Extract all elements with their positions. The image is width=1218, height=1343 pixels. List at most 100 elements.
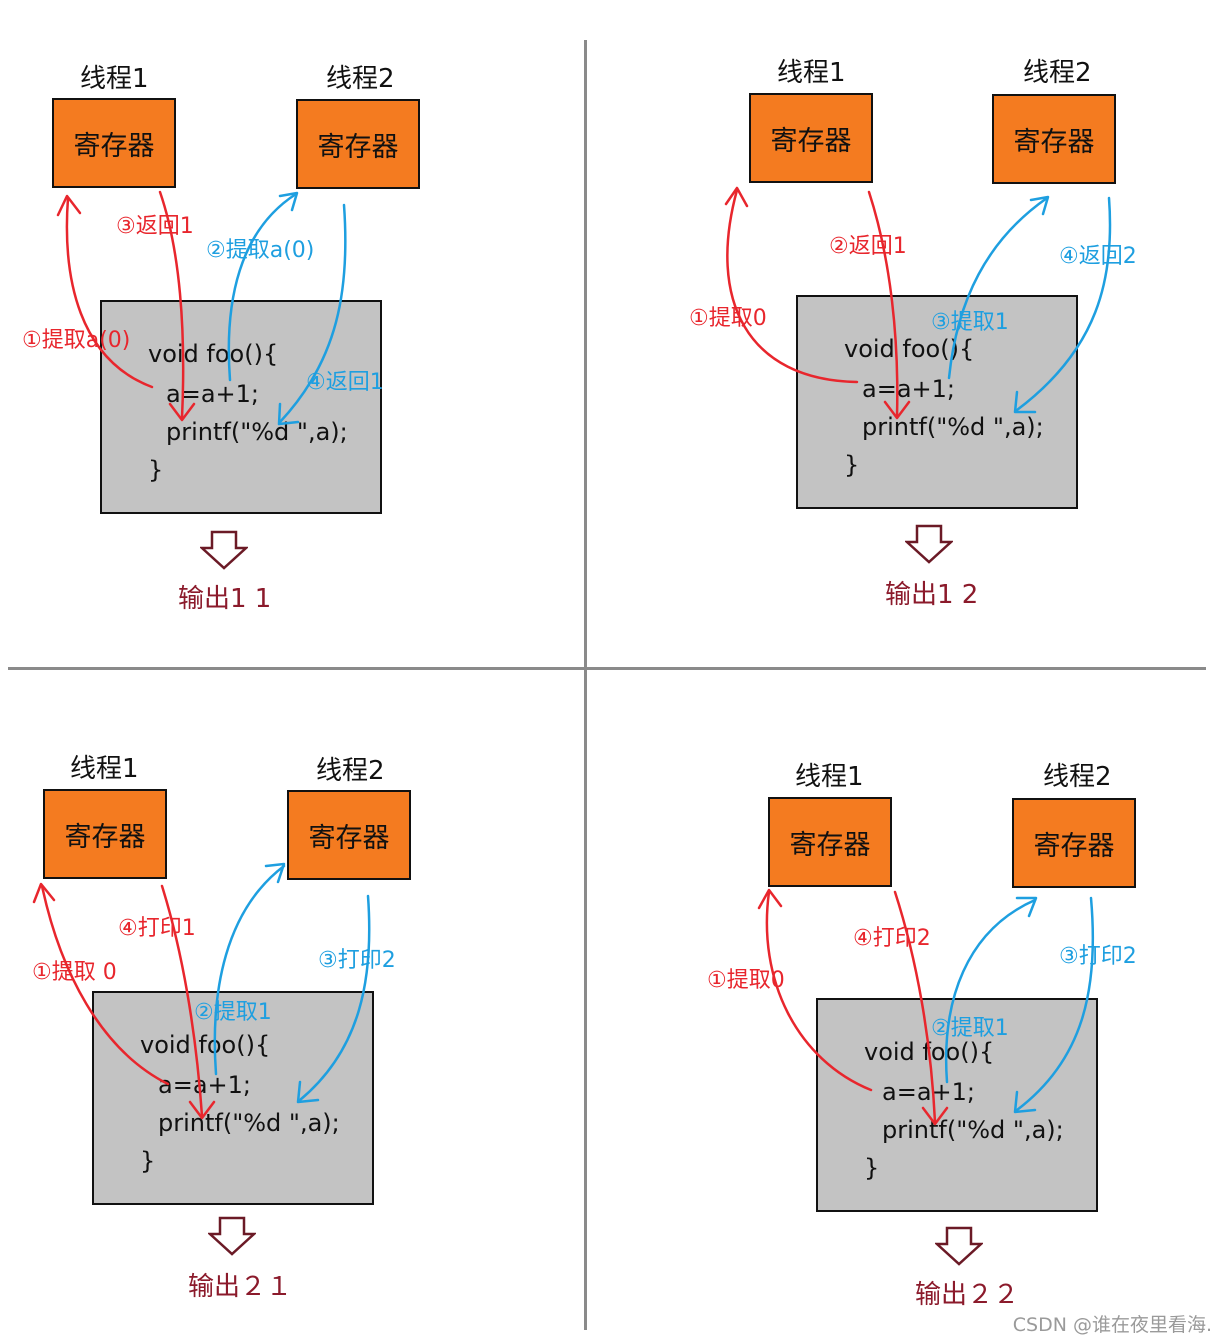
t2-fetch-arrow	[227, 192, 298, 382]
t1-fetch-arrow	[40, 884, 170, 1086]
code-line-1: void foo(){	[148, 340, 279, 368]
t2-fetch-note: ②提取1	[194, 1000, 272, 1025]
code-line-2: a=a+1;	[158, 1071, 251, 1099]
t2-fetch-note: ②提取1	[931, 1016, 1009, 1041]
code-line-2: a=a+1;	[862, 375, 955, 403]
thread2-register: 寄存器	[992, 94, 1116, 184]
t1-return-arrow	[158, 190, 185, 420]
t1-print-note: ④打印2	[853, 926, 931, 951]
output-label: 输出1 2	[885, 580, 979, 610]
t2-print-note: ③打印2	[1059, 944, 1137, 969]
code-line-3: printf("%d ",a);	[166, 418, 348, 446]
thread1-label: 线程1	[80, 64, 149, 94]
output-label: 输出２２	[915, 1280, 1020, 1310]
code-line-3: printf("%d ",a);	[158, 1109, 340, 1137]
t2-return-arrowhead	[1013, 390, 1037, 414]
t2-return-note: ④返回1	[306, 370, 384, 395]
t2-fetch-arrow	[945, 898, 1037, 1084]
t1-return-arrowhead	[883, 400, 911, 420]
thread-arrows	[757, 888, 1095, 1126]
t2-fetch-arrow	[947, 196, 1049, 380]
thread1-register: 寄存器	[749, 93, 873, 183]
code-line-1: void foo(){	[864, 1038, 995, 1066]
t2-return-arrowhead	[1013, 1090, 1037, 1114]
code-line-2: a=a+1;	[882, 1078, 975, 1106]
code-line-1: void foo(){	[844, 335, 975, 363]
horizontal-divider	[8, 667, 1206, 670]
t1-return-arrowhead	[188, 1100, 216, 1120]
t2-return-arrow	[298, 894, 371, 1102]
t1-return-arrow	[893, 890, 937, 1124]
t2-fetch-arrowhead	[264, 862, 286, 884]
panel-1: 线程1 线程2 寄存器 寄存器 void foo(){ a=a+1; print…	[0, 0, 584, 667]
code-line-4: }	[140, 1147, 156, 1175]
code-block: void foo(){ a=a+1; printf("%d ",a); }	[796, 295, 1078, 509]
t2-return-note: ④返回2	[1059, 244, 1137, 269]
t2-fetch-arrow	[213, 864, 286, 1076]
watermark: CSDN @谁在夜里看海.	[1012, 1314, 1212, 1336]
t2-return-arrow	[278, 203, 347, 424]
code-line-1: void foo(){	[140, 1031, 271, 1059]
thread1-label: 线程1	[795, 762, 864, 792]
t1-fetch-note: ①提取a(0)	[22, 328, 131, 353]
down-arrow-icon	[200, 530, 248, 570]
t2-print-note: ③打印2	[318, 948, 396, 973]
output-label: 输出２１	[188, 1272, 293, 1302]
t1-return-arrow	[867, 190, 899, 418]
t2-return-arrow	[1015, 896, 1095, 1112]
t1-return-note: ③返回1	[116, 214, 194, 239]
t2-return-arrow	[1015, 196, 1112, 412]
t1-fetch-arrowhead	[724, 186, 749, 208]
t2-fetch-note: ③提取1	[931, 310, 1009, 335]
t1-print-note: ④打印1	[118, 916, 196, 941]
code-line-3: printf("%d ",a);	[882, 1116, 1064, 1144]
t1-return-arrow	[160, 884, 204, 1118]
code-block: void foo(){ a=a+1; printf("%d ",a); }	[92, 991, 374, 1205]
t2-fetch-arrowhead	[1029, 195, 1050, 216]
t2-fetch-arrowhead	[1015, 896, 1038, 918]
t1-fetch-note: ①提取 0	[32, 960, 117, 985]
t1-fetch-note: ①提取0	[689, 306, 767, 331]
down-arrow-icon	[208, 1216, 256, 1256]
thread1-register: 寄存器	[52, 98, 176, 188]
t2-return-arrowhead	[277, 402, 300, 426]
code-line-4: }	[864, 1154, 880, 1182]
code-block: void foo(){ a=a+1; printf("%d ",a); }	[816, 998, 1098, 1212]
t1-return-arrowhead	[168, 402, 196, 422]
thread1-label: 线程1	[777, 58, 846, 88]
t1-fetch-arrowhead	[757, 888, 783, 910]
thread2-register: 寄存器	[1012, 798, 1136, 888]
panel-3: 线程1 线程2 寄存器 寄存器 void foo(){ a=a+1; print…	[0, 670, 584, 1343]
thread2-register: 寄存器	[296, 99, 420, 189]
t2-return-arrowhead	[296, 1080, 320, 1104]
thread-arrows	[32, 862, 371, 1120]
t1-fetch-arrowhead	[32, 882, 56, 904]
thread2-register: 寄存器	[287, 790, 411, 880]
code-block: void foo(){ a=a+1; printf("%d ",a); }	[100, 300, 382, 514]
t2-fetch-arrowhead	[278, 191, 299, 212]
down-arrow-icon	[905, 524, 953, 564]
thread-arrows	[56, 190, 347, 426]
t1-fetch-arrow	[65, 196, 154, 389]
thread2-label: 线程2	[1023, 58, 1092, 88]
code-line-3: printf("%d ",a);	[862, 413, 1044, 441]
thread2-label: 线程2	[326, 64, 395, 94]
down-arrow-icon	[935, 1226, 983, 1266]
t1-return-note: ②返回1	[829, 234, 907, 259]
t1-return-arrowhead	[921, 1106, 949, 1126]
vertical-divider	[584, 40, 587, 1330]
code-line-4: }	[844, 451, 860, 479]
thread1-register: 寄存器	[43, 789, 167, 879]
t1-fetch-arrow	[726, 188, 859, 384]
t1-fetch-arrowhead	[56, 194, 82, 217]
output-label: 输出1 1	[178, 584, 272, 614]
t1-fetch-arrow	[765, 890, 873, 1092]
thread2-label: 线程2	[1043, 762, 1112, 792]
thread1-label: 线程1	[70, 754, 139, 784]
t2-fetch-note: ②提取a(0)	[206, 238, 315, 263]
thread1-register: 寄存器	[768, 797, 892, 887]
panel-4: 线程1 线程2 寄存器 寄存器 void foo(){ a=a+1; print…	[587, 670, 1218, 1343]
panel-2: 线程1 线程2 寄存器 寄存器 void foo(){ a=a+1; print…	[587, 0, 1218, 667]
thread2-label: 线程2	[316, 756, 385, 786]
code-line-4: }	[148, 456, 164, 484]
